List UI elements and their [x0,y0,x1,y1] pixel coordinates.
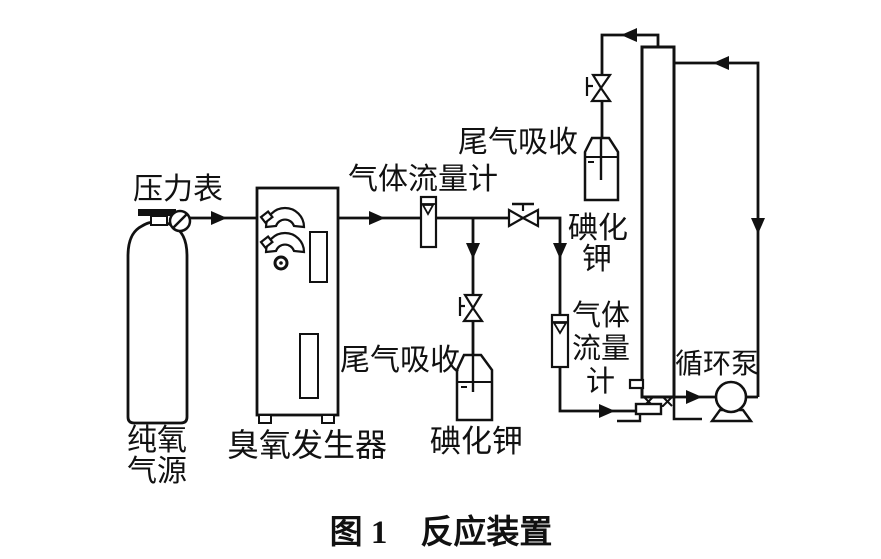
label-oxygen-source-2: 气源 [127,455,187,488]
pump-body [714,380,748,414]
valve-icon [507,202,540,228]
generator-window [309,231,328,283]
gas-washing-bottle [583,136,620,202]
label-tail-gas-left: 尾气吸收 [340,344,460,377]
arrow-down-icon [466,243,480,259]
arrow-right-icon [211,211,227,225]
label-flow-meter-top: 气体流量计 [348,163,498,196]
valve-icon [458,293,485,323]
dial-icon [259,231,306,254]
pipe-valve1-to-flowmeter2 [538,216,562,315]
arrow-down-icon [553,243,567,259]
label-ozone-generator: 臭氧发生器 [227,427,387,463]
generator-foot [321,414,335,424]
float-icon [552,322,568,335]
flow-meter-1 [419,195,438,249]
dial-icon [259,206,306,229]
label-ki-right-2: 钾 [582,243,612,276]
label-ki-bottom: 碘化钾 [430,424,523,459]
column-side-port [628,378,645,390]
label-pump: 循环泵 [675,348,759,380]
arrow-left-icon [713,56,729,70]
cylinder-neck [150,215,168,226]
float-icon [421,204,435,216]
pressure-gauge-icon [168,209,192,233]
flow-meter-2 [550,313,570,369]
arrow-down-icon [751,218,765,234]
label-flow-meter-right-2: 流量 [572,332,630,365]
label-oxygen-source-1: 纯氧 [127,424,187,457]
label-pressure-gauge: 压力表 [133,173,223,206]
circulation-pump [709,380,754,423]
arrow-right-icon [686,390,702,404]
pipe-circulation-return [674,61,760,397]
generator-window [299,333,319,399]
knob-icon [273,255,289,271]
column-stand-right [672,397,702,421]
cylinder-body [126,220,189,425]
arrow-right-icon [369,211,385,225]
figure-caption: 图 1 反应装置 [330,513,553,551]
oxygen-cylinder [126,209,192,425]
label-flow-meter-right-1: 气体 [572,299,630,332]
label-ki-right-1: 碘化 [568,212,628,245]
column-foot-left [617,414,642,423]
cylinder-valve-bar [138,209,176,216]
arrow-right-icon [599,404,615,418]
flow-arrows [211,28,765,418]
arrow-left-icon [621,28,637,42]
ozone-generator [255,186,340,424]
reaction-column [617,45,702,423]
label-tail-gas-top: 尾气吸收 [458,126,578,159]
column-pedestal [634,402,663,416]
valve-icon [585,73,613,103]
label-flow-meter-right-3: 计 [586,365,615,398]
gas-washing-bottle [455,353,494,422]
generator-foot [258,414,272,424]
